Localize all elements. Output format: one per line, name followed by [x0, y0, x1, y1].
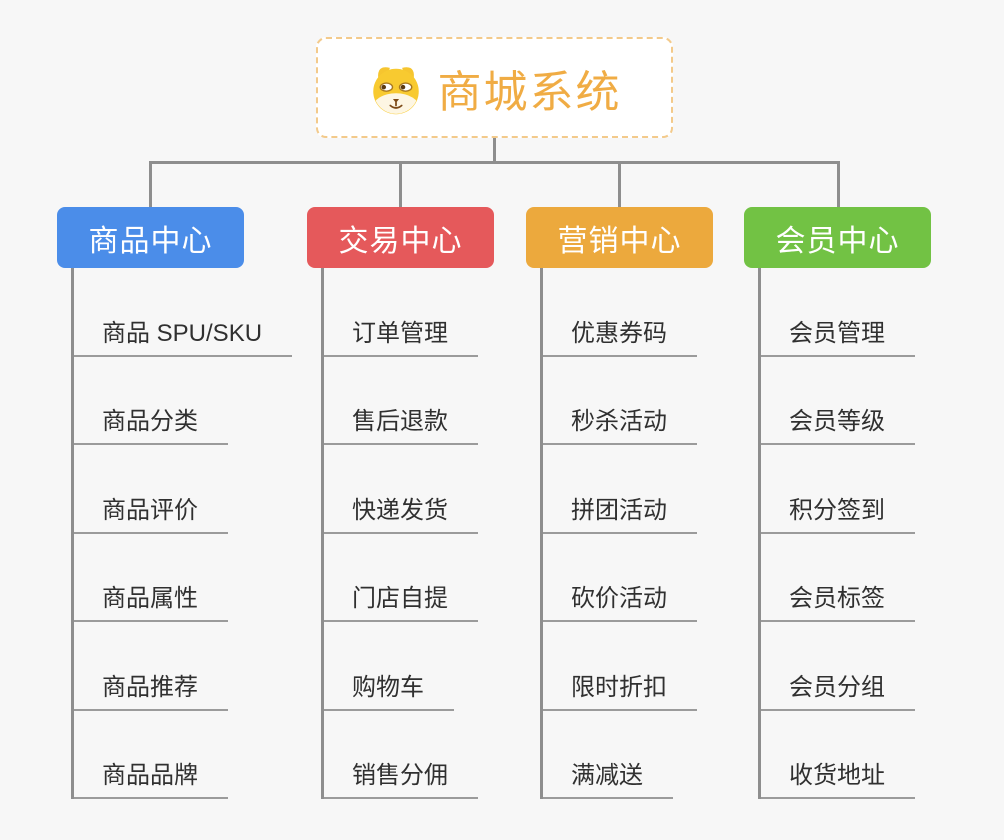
connector-root-stem [493, 137, 496, 164]
leaf-item-member-level[interactable]: 会员等级 [761, 357, 915, 445]
root-node[interactable]: 商城系统 [316, 37, 673, 138]
leaf-item-shipping-address[interactable]: 收货地址 [761, 711, 915, 799]
connector-horizontal-bus [149, 161, 840, 164]
leaf-item-sales-commission[interactable]: 销售分佣 [324, 711, 478, 799]
leaf-item-product-recommend[interactable]: 商品推荐 [74, 622, 228, 711]
leaf-item-product-attribute[interactable]: 商品属性 [74, 534, 228, 622]
branch-node-trade-center[interactable]: 交易中心 [307, 207, 494, 268]
leaf-item-aftersale-refund[interactable]: 售后退款 [324, 357, 478, 445]
leaf-item-product-review[interactable]: 商品评价 [74, 445, 228, 534]
leaf-item-product-spu-sku[interactable]: 商品 SPU/SKU [74, 268, 293, 357]
leaf-item-express-shipping[interactable]: 快递发货 [324, 445, 478, 534]
connector-drop-member [837, 161, 840, 211]
connector-drop-product [149, 161, 152, 211]
leaf-item-coupon-code[interactable]: 优惠券码 [543, 268, 697, 357]
leaf-item-order-management[interactable]: 订单管理 [324, 268, 478, 357]
leaf-item-points-checkin[interactable]: 积分签到 [761, 445, 915, 534]
branch-children-member-center: 会员管理 会员等级 积分签到 会员标签 会员分组 收货地址 [758, 268, 915, 799]
leaf-item-full-reduction[interactable]: 满减送 [543, 711, 673, 799]
branch-children-product-center: 商品 SPU/SKU 商品分类 商品评价 商品属性 商品推荐 商品品牌 [71, 268, 293, 799]
root-title: 商城系统 [437, 67, 622, 117]
leaf-item-member-management[interactable]: 会员管理 [761, 268, 915, 357]
branch-children-trade-center: 订单管理 售后退款 快递发货 门店自提 购物车 销售分佣 [321, 268, 478, 799]
leaf-item-group-buy[interactable]: 拼团活动 [543, 445, 697, 534]
branch-node-member-center[interactable]: 会员中心 [744, 207, 931, 268]
branch-node-product-center[interactable]: 商品中心 [57, 207, 244, 268]
leaf-item-product-brand[interactable]: 商品品牌 [74, 711, 228, 799]
leaf-item-shopping-cart[interactable]: 购物车 [324, 622, 454, 711]
leaf-item-store-pickup[interactable]: 门店自提 [324, 534, 478, 622]
leaf-item-flash-sale[interactable]: 秒杀活动 [543, 357, 697, 445]
leaf-item-product-category[interactable]: 商品分类 [74, 357, 228, 445]
connector-drop-marketing [618, 161, 621, 211]
leaf-item-limited-time-discount[interactable]: 限时折扣 [543, 622, 697, 711]
connector-drop-trade [399, 161, 402, 211]
branch-children-marketing-center: 优惠券码 秒杀活动 拼团活动 砍价活动 限时折扣 满减送 [540, 268, 697, 799]
shiba-dog-icon [368, 60, 424, 116]
branch-node-marketing-center[interactable]: 营销中心 [526, 207, 713, 268]
leaf-item-member-group[interactable]: 会员分组 [761, 622, 915, 711]
leaf-item-member-tag[interactable]: 会员标签 [761, 534, 915, 622]
leaf-item-bargain-activity[interactable]: 砍价活动 [543, 534, 697, 622]
